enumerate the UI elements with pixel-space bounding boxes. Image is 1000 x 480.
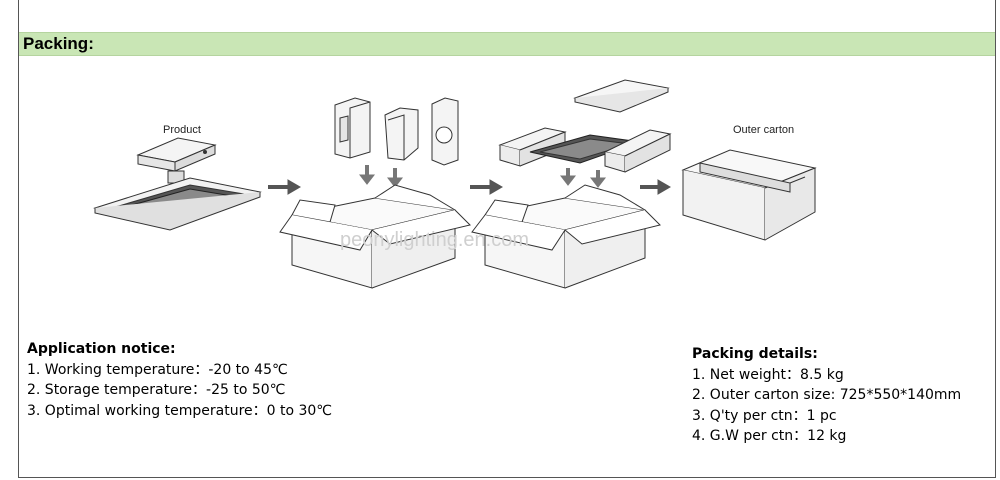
application-notice-item: 3. Optimal working temperature：0 to 30℃ (27, 402, 333, 419)
watermark: peonylighting.en.com (340, 229, 529, 251)
packing-diagram: Product Outer carton peonylighting.en.co… (93, 79, 817, 289)
foam-inserts (334, 97, 459, 166)
packing-details-item: 1. Net weight：8.5 kg (692, 366, 844, 383)
page-frame (18, 0, 996, 478)
packing-details-item: 4. G.W per ctn：12 kg (692, 428, 847, 444)
open-box-2 (471, 184, 661, 289)
outer-carton-label: Outer carton (733, 124, 794, 136)
packing-details-title: Packing details: (692, 346, 818, 362)
application-notice-title: Application notice: (27, 341, 176, 357)
product-label: Product (163, 124, 201, 136)
product-illustration (93, 137, 262, 231)
outer-carton-illustration (681, 149, 817, 241)
packing-details: Packing details: 1. Net weight：8.5 kg 2.… (692, 344, 961, 447)
section-title: Packing: (23, 34, 94, 53)
application-notice-item: 2. Storage temperature：-25 to 50℃ (27, 382, 286, 398)
section-header: Packing: (19, 32, 995, 56)
application-notice: Application notice: 1. Working temperatu… (27, 339, 332, 421)
packing-details-item: 3. Q'ty per ctn：1 pc (692, 407, 837, 424)
product-in-foam (498, 79, 672, 173)
packing-details-item: 2. Outer carton size: 725*550*140mm (692, 387, 962, 403)
open-box-1 (279, 184, 471, 289)
application-notice-item: 1. Working temperature：-20 to 45℃ (27, 361, 288, 378)
